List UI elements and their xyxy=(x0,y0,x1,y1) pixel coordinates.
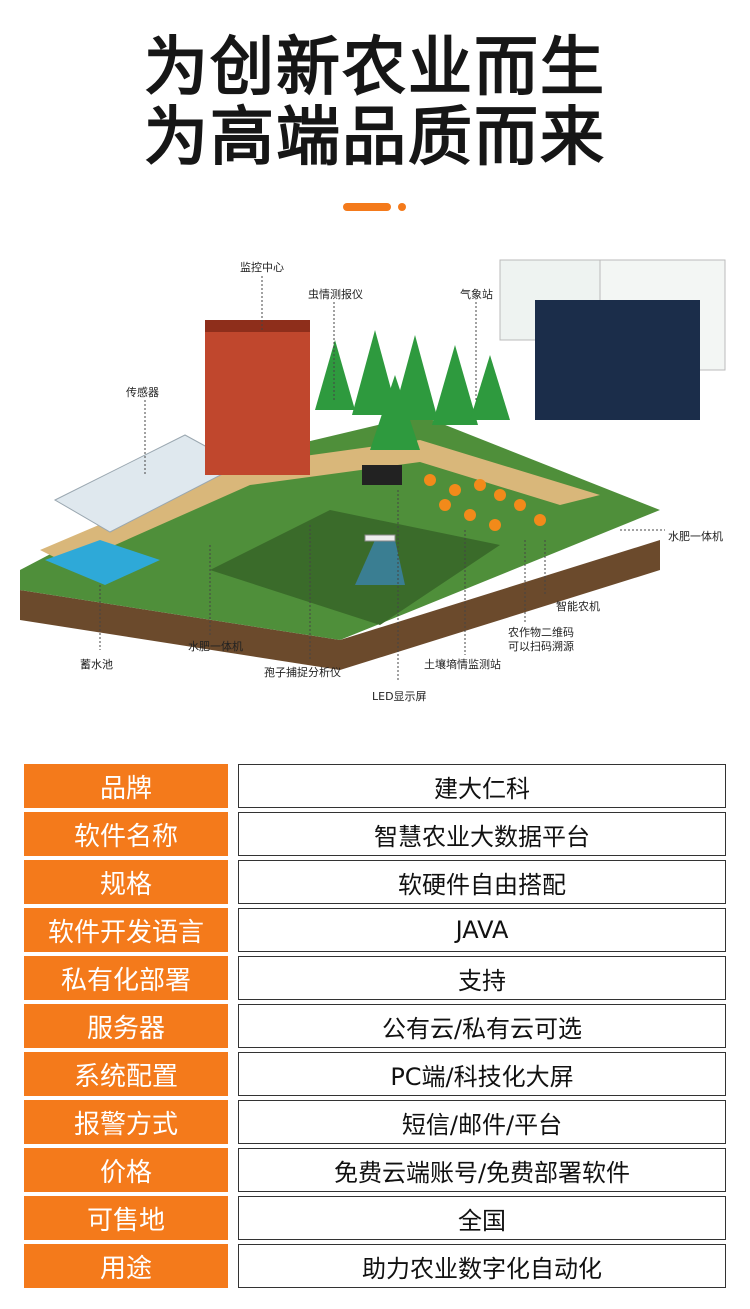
spec-value: PC端/科技化大屏 xyxy=(238,1052,726,1096)
farm-path xyxy=(40,440,600,565)
spec-label: 服务器 xyxy=(24,1004,228,1048)
spec-value: 智慧农业大数据平台 xyxy=(238,812,726,856)
spec-label: 用途 xyxy=(24,1244,228,1288)
spec-row: 规格软硬件自由搭配 xyxy=(24,860,726,904)
spec-value: 公有云/私有云可选 xyxy=(238,1004,726,1048)
tree-cluster xyxy=(315,330,510,450)
callout-smart-farm-machine: 智能农机 xyxy=(556,599,600,613)
spec-row: 价格免费云端账号/免费部署软件 xyxy=(24,1148,726,1192)
spec-row: 品牌建大仁科 xyxy=(24,764,726,808)
spec-row: 报警方式短信/邮件/平台 xyxy=(24,1100,726,1144)
spec-row: 软件名称智慧农业大数据平台 xyxy=(24,812,726,856)
spec-gap xyxy=(228,1004,238,1048)
spec-label: 私有化部署 xyxy=(24,956,228,1000)
spec-value: 支持 xyxy=(238,956,726,1000)
callout-sensor: 传感器 xyxy=(126,386,159,399)
spec-row: 用途助力农业数字化自动化 xyxy=(24,1244,726,1288)
spec-gap xyxy=(228,812,238,856)
headline-line-2: 为高端品质而来 xyxy=(144,101,606,175)
smart-farm-illustration: 监控中心 虫情测报仪 气象站 传感器 水肥一体机 智能农机 农作物二维码 可以扫… xyxy=(20,259,726,703)
callout-monitor-center: 监控中心 xyxy=(240,260,284,274)
spec-gap xyxy=(228,1244,238,1288)
drone xyxy=(364,534,396,542)
drone-spray xyxy=(355,540,405,585)
spec-row: 服务器公有云/私有云可选 xyxy=(24,1004,726,1048)
spec-label: 报警方式 xyxy=(24,1100,228,1144)
spec-label: 品牌 xyxy=(24,764,228,808)
spec-gap xyxy=(228,1052,238,1096)
spec-value: 建大仁科 xyxy=(238,764,726,808)
spec-label: 可售地 xyxy=(24,1196,228,1240)
callout-qr-code-line-2: 可以扫码溯源 xyxy=(508,639,574,653)
dashboard-screen-3 xyxy=(535,300,700,420)
spec-value: 软硬件自由搭配 xyxy=(238,860,726,904)
spec-value: 助力农业数字化自动化 xyxy=(238,1244,726,1288)
callout-spore-analyzer: 孢子捕捉分析仪 xyxy=(264,665,341,679)
callout-weather-station: 气象站 xyxy=(460,287,493,301)
spec-label: 价格 xyxy=(24,1148,228,1192)
spec-gap xyxy=(228,1196,238,1240)
callout-water-fertilizer-right: 水肥一体机 xyxy=(668,529,723,543)
headline-line-1: 为创新农业而生 xyxy=(144,31,606,105)
crop-field xyxy=(210,510,500,625)
spec-value: JAVA xyxy=(238,908,726,952)
spec-row: 可售地全国 xyxy=(24,1196,726,1240)
spec-row: 私有化部署支持 xyxy=(24,956,726,1000)
spec-label: 规格 xyxy=(24,860,228,904)
spec-gap xyxy=(228,1100,238,1144)
spec-gap xyxy=(228,956,238,1000)
spec-label: 软件名称 xyxy=(24,812,228,856)
callout-water-fertilizer-left: 水肥一体机 xyxy=(188,639,243,653)
led-screen-device xyxy=(362,465,402,485)
callout-reservoir: 蓄水池 xyxy=(80,658,113,671)
monitor-center-building xyxy=(205,325,310,475)
ground-soil-side xyxy=(20,540,660,670)
spec-label: 软件开发语言 xyxy=(24,908,228,952)
spec-label: 系统配置 xyxy=(24,1052,228,1096)
spec-value: 免费云端账号/免费部署软件 xyxy=(238,1148,726,1192)
callout-led-screen: LED显示屏 xyxy=(372,690,427,703)
callout-insect-monitor: 虫情测报仪 xyxy=(308,287,363,301)
spec-value: 短信/邮件/平台 xyxy=(238,1100,726,1144)
callout-soil-station: 土壤墒情监测站 xyxy=(424,657,501,671)
spec-value: 全国 xyxy=(238,1196,726,1240)
spec-gap xyxy=(228,908,238,952)
accent-bar xyxy=(343,203,391,211)
accent-dot xyxy=(398,203,406,211)
callout-qr-code-line-1: 农作物二维码 xyxy=(508,625,574,639)
spec-gap xyxy=(228,860,238,904)
spec-gap xyxy=(228,1148,238,1192)
orange-crops xyxy=(424,474,546,531)
reservoir-pool xyxy=(45,540,160,585)
spec-gap xyxy=(228,764,238,808)
